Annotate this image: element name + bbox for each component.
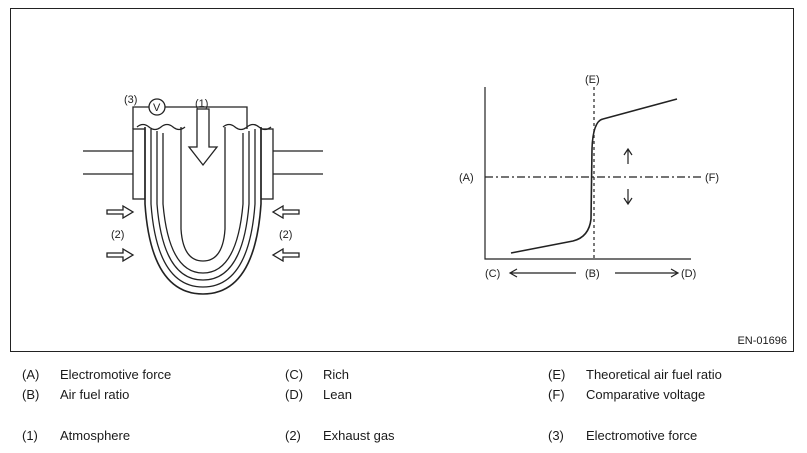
flange-left: [132, 128, 146, 200]
sensor-layer-3: [162, 133, 244, 274]
pipe-right-upper: [273, 150, 323, 175]
sensor-layer-2: [156, 131, 250, 281]
voltmeter-circle: [148, 98, 166, 116]
label-1: (1): [195, 98, 208, 110]
voltmeter-symbol: V: [153, 102, 161, 114]
legend-F: (F) Comparative voltage: [548, 387, 705, 402]
graph-label-B: (B): [585, 268, 600, 280]
legend-3: (3) Electromotive force: [548, 428, 697, 443]
exhaust-arrow-left-top: [106, 204, 135, 220]
voltage-characteristic-graph: [484, 87, 701, 278]
voltmeter-wire: [132, 106, 248, 129]
pipe-left-upper: [83, 150, 133, 175]
legend-text: Comparative voltage: [586, 387, 706, 402]
legend-text: Air fuel ratio: [60, 387, 130, 402]
sensor-inner-chamber: [180, 127, 226, 262]
label-2-right: (2): [279, 229, 292, 241]
down-arrow: [623, 189, 633, 206]
legend-code: (3): [548, 428, 564, 443]
oxygen-sensor-drawing: [83, 98, 323, 295]
sensor-layer-1: [150, 129, 256, 288]
graph-label-F: (F): [705, 172, 719, 184]
legend-text: Rich: [323, 367, 350, 382]
legend-D: (D) Lean: [285, 387, 352, 402]
legend-E: (E) Theoretical air fuel ratio: [548, 367, 722, 382]
legend-C: (C) Rich: [285, 367, 349, 382]
diagram-frame: V (3) (1) (2) (2) (A) (E) (F) (C) (B) (D…: [10, 8, 794, 352]
legend-text: Theoretical air fuel ratio: [586, 367, 722, 382]
sensor-output-curve: [510, 98, 678, 254]
sensor-outer-shell: [144, 127, 262, 295]
exhaust-arrow-right-top: [271, 204, 300, 220]
legend-code: (C): [285, 367, 304, 382]
label-2-left: (2): [111, 229, 124, 241]
up-arrow: [623, 147, 633, 164]
legend-1: (1) Atmosphere: [22, 428, 130, 443]
exhaust-arrow-right-bottom: [271, 247, 300, 263]
legend-text: Electromotive force: [60, 367, 172, 382]
exhaust-arrow-left-bottom: [106, 247, 135, 263]
figure-id: EN-01696: [737, 335, 787, 347]
legend-text: Atmosphere: [60, 428, 131, 443]
diagram-canvas: V (3) (1) (2) (2) (A) (E) (F) (C) (B) (D…: [83, 74, 719, 295]
legend-B: (B) Air fuel ratio: [22, 387, 129, 402]
label-3: (3): [124, 94, 137, 106]
graph-label-D: (D): [681, 268, 696, 280]
legend-text: Exhaust gas: [323, 428, 395, 443]
rich-arrow: [508, 268, 576, 278]
lean-arrow: [615, 268, 680, 278]
graph-label-A: (A): [459, 172, 474, 184]
legend-text: Electromotive force: [586, 428, 698, 443]
legend-code: (A): [22, 367, 40, 382]
legend-text: Lean: [323, 387, 352, 402]
legend-code: (B): [22, 387, 40, 402]
legend-A: (A) Electromotive force: [22, 367, 171, 382]
legend-code: (1): [22, 428, 38, 443]
graph-label-C: (C): [485, 268, 500, 280]
graph-label-E: (E): [585, 74, 600, 86]
atmosphere-arrow: [187, 108, 219, 167]
graph-axes: [484, 87, 691, 260]
legend-2: (2) Exhaust gas: [285, 428, 395, 443]
flange-right: [260, 128, 274, 200]
legend-code: (F): [548, 387, 565, 402]
legend-code: (E): [548, 367, 566, 382]
legend-code: (2): [285, 428, 301, 443]
legend-code: (D): [285, 387, 304, 402]
